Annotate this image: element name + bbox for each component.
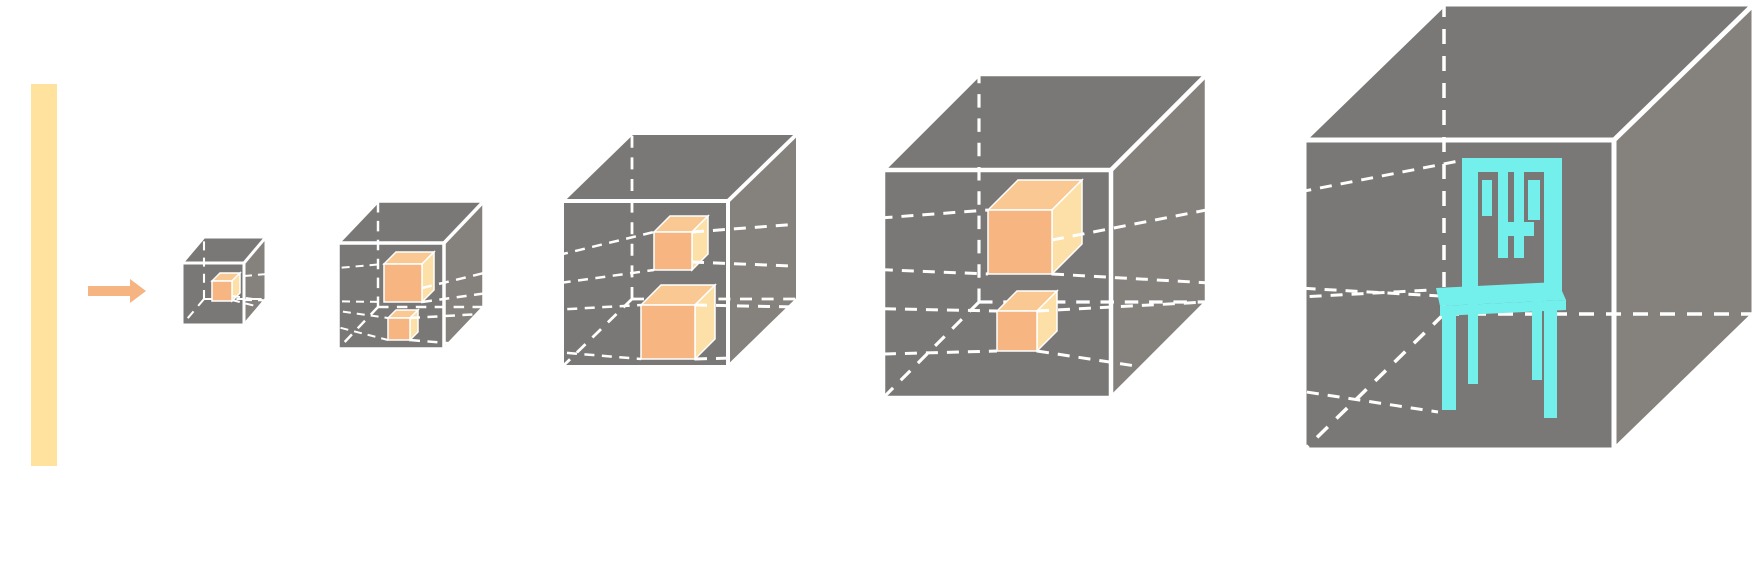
latent-label: z xyxy=(40,470,50,492)
projection-line xyxy=(231,295,389,319)
layer4-subcube-upper xyxy=(986,178,1084,276)
layer2-dimensions-label: 256x8x8x8 xyxy=(358,374,442,393)
projection-line xyxy=(691,260,989,276)
projection-line xyxy=(1051,158,1465,242)
layer2-subcube-lower xyxy=(386,308,420,342)
output-size-label: 64x64x64 xyxy=(1403,518,1517,548)
input-arrow-icon xyxy=(88,279,146,303)
layer4-dimensions-label: 64x32x32x32 xyxy=(935,420,1055,442)
projection-line xyxy=(1036,349,1439,414)
chair-voxel-icon xyxy=(1436,158,1566,418)
layer1-subcube xyxy=(210,271,242,303)
projection-line xyxy=(243,263,385,277)
projection-line xyxy=(691,208,989,234)
projection-line xyxy=(409,303,642,320)
layer3-subcube-lower xyxy=(639,283,717,361)
layer2-subcube-upper xyxy=(382,250,436,304)
layer4-volume xyxy=(880,71,1210,401)
projection-line xyxy=(409,338,642,361)
layer4-subcube-lower xyxy=(995,289,1059,353)
projection-line xyxy=(421,230,655,290)
layer3-subcube-upper xyxy=(652,214,710,272)
projection-line xyxy=(694,349,998,361)
latent-bar xyxy=(31,84,57,466)
output-title-label: G(z) in 3D Voxel Space xyxy=(1324,478,1596,508)
layer3-dimensions-label: 128x16x16x16 xyxy=(584,400,716,422)
layer1-dimensions-label: 512x4x4x4 xyxy=(168,345,252,364)
projection-line xyxy=(694,303,998,313)
projection-line xyxy=(243,299,385,303)
projection-line xyxy=(421,268,655,304)
projection-line xyxy=(1036,288,1433,313)
